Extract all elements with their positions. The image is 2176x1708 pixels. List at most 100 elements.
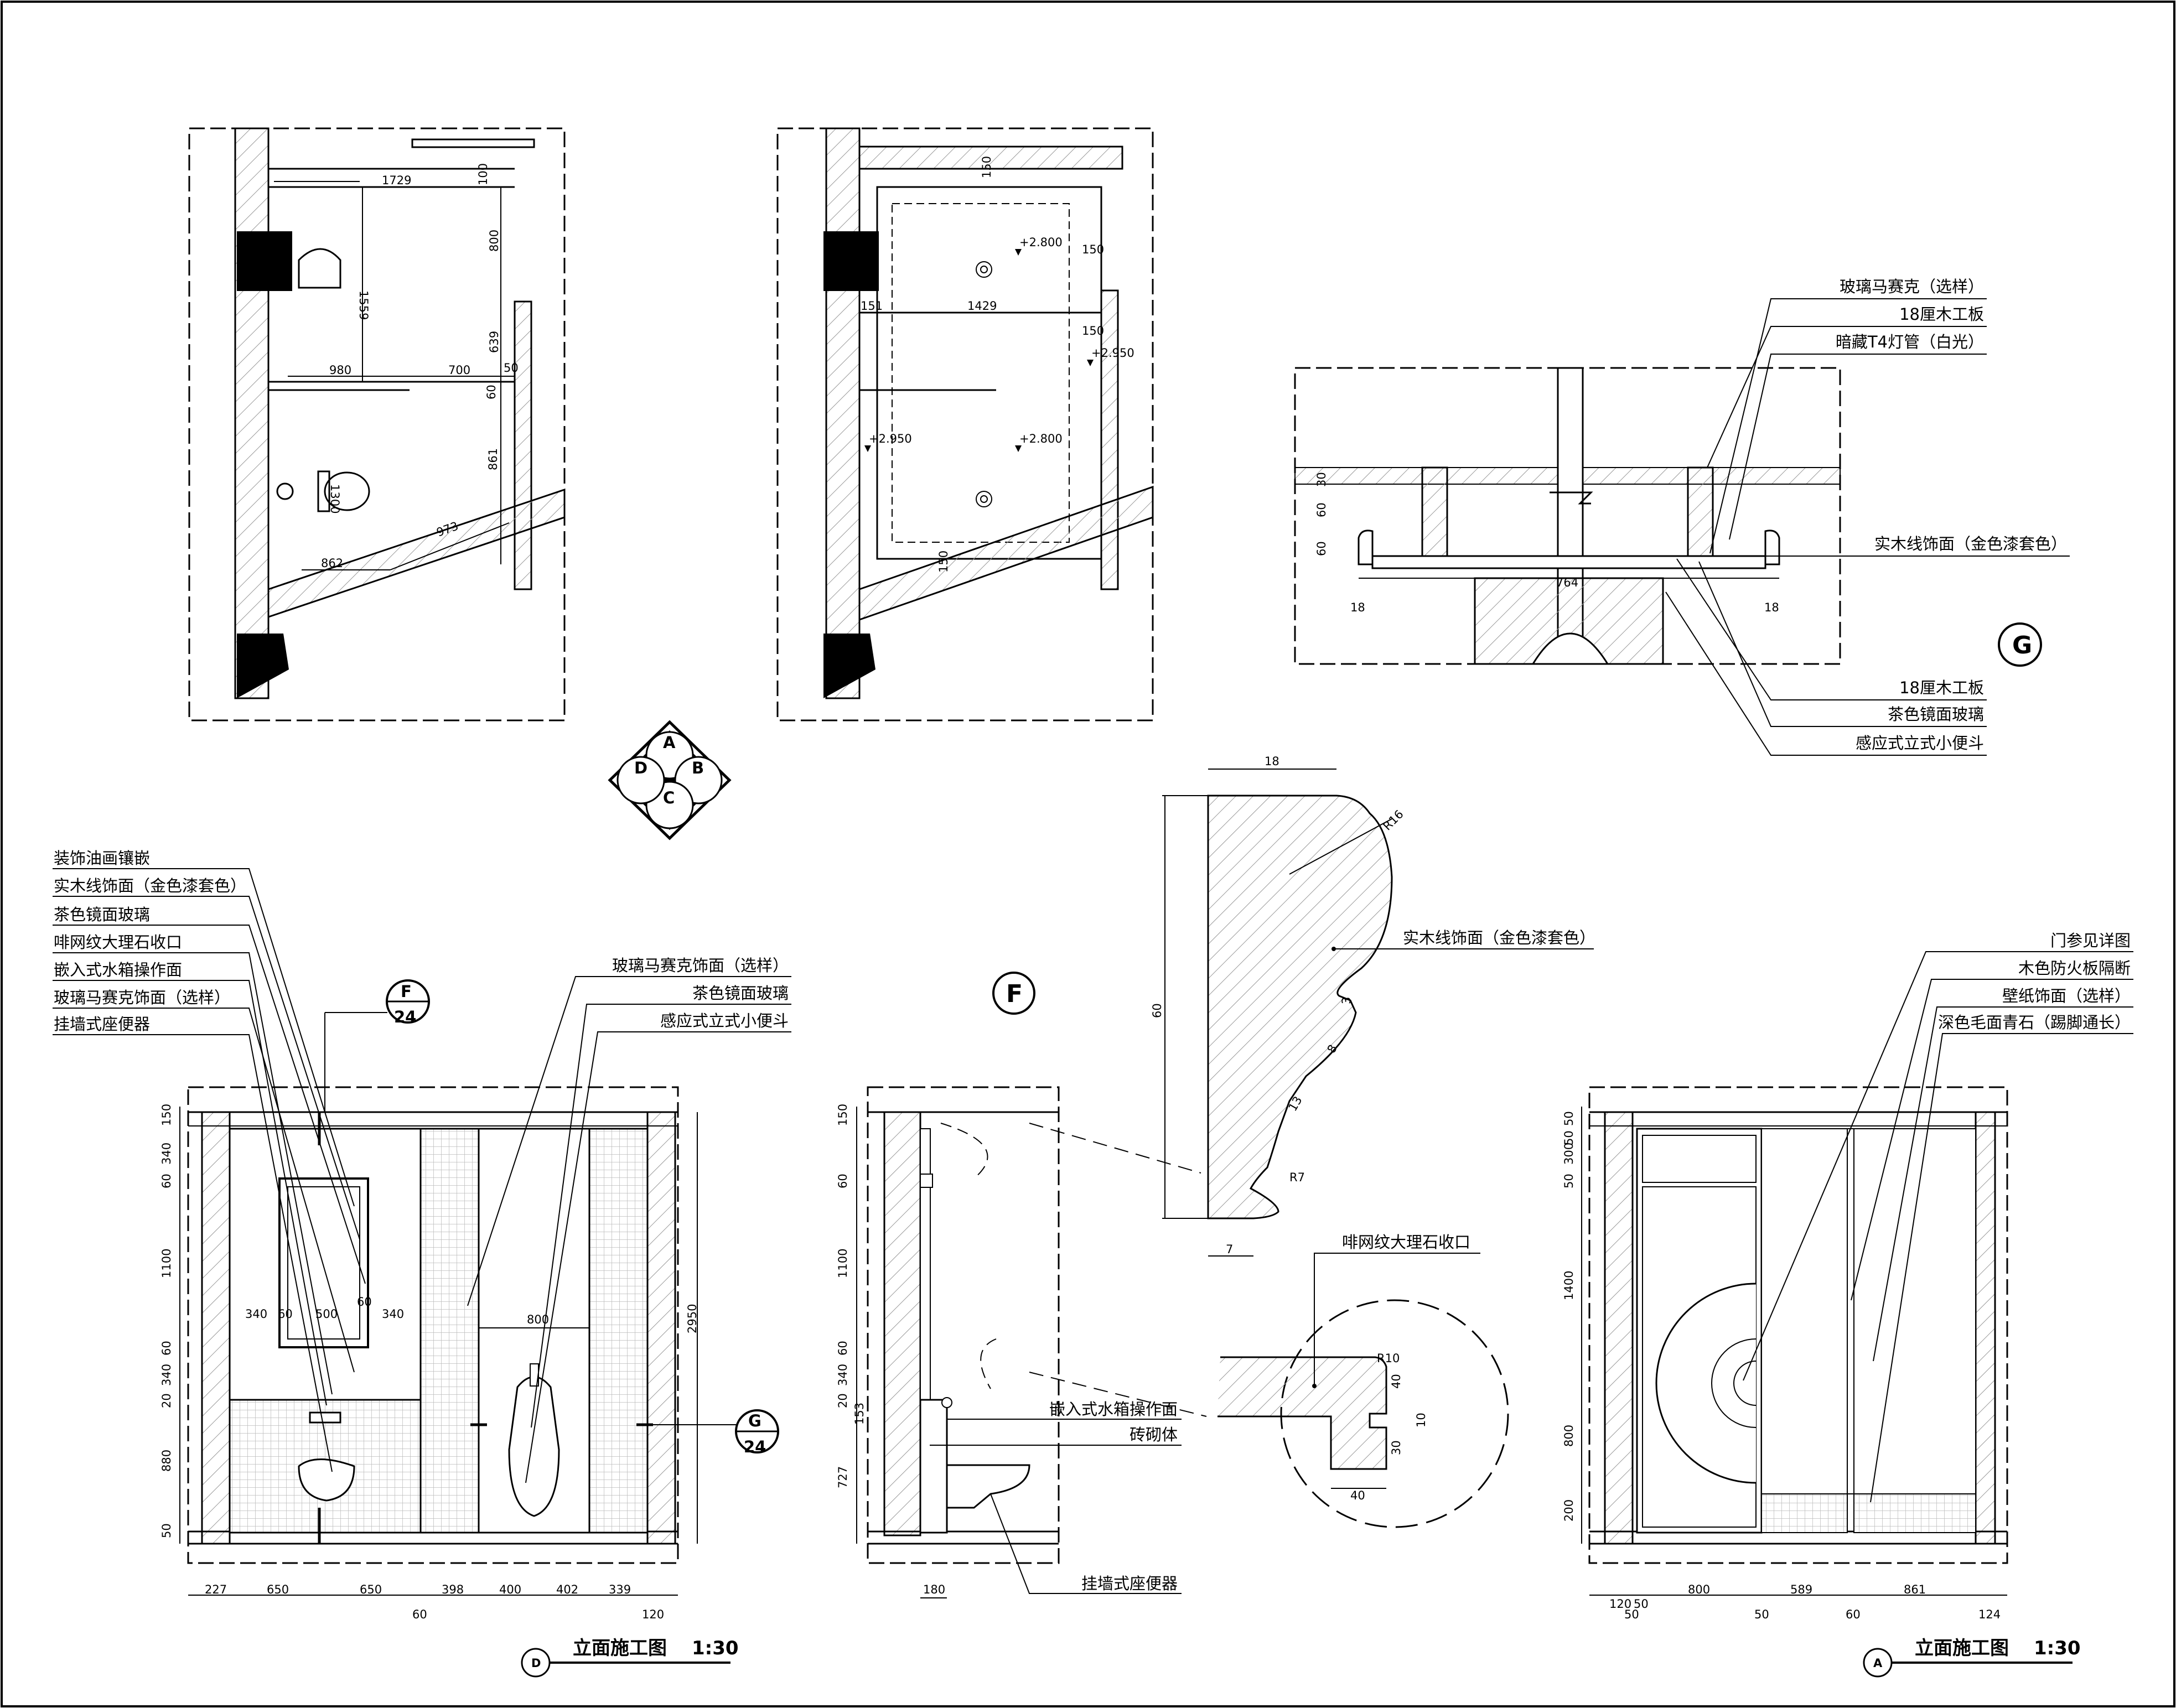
marble-dim: R10 (1377, 1352, 1400, 1365)
elev-d-vdim: 340 (160, 1143, 173, 1165)
marble-dim: 30 (1390, 1440, 1403, 1455)
plan2-dim: 150 (1082, 324, 1104, 338)
detail-f-dim: 7 (1226, 1243, 1233, 1256)
detail-f-dim: R16 (1381, 807, 1406, 833)
orientation-compass: A B C D (608, 720, 732, 840)
plan2-dim: 150 (1082, 243, 1104, 256)
compass-mark-a: A (663, 733, 676, 752)
section-f-bottom: 24 (394, 1008, 416, 1026)
plan2-level: +2.950 (869, 432, 912, 445)
elev-f-vdim: 340 (836, 1364, 849, 1386)
elev-d-callout: 实木线饰面（金色漆套色） (54, 876, 246, 895)
compass-mark-c: C (663, 788, 675, 807)
elev-a-vdim: 300 (1562, 1143, 1576, 1165)
detail-g-dim: 18 (1764, 601, 1779, 614)
elev-f-callout: 砖砌体 (1130, 1425, 1178, 1444)
elev-a-bdim2: 60 (1846, 1608, 1861, 1621)
elev-a-bdim: 589 (1790, 1583, 1812, 1596)
plan2-dim: 150 (937, 551, 950, 573)
plan1-dim: 639 (488, 331, 501, 353)
plan1-dim: 980 (329, 364, 351, 377)
elev-a-vdim: 1400 (1562, 1271, 1576, 1300)
plan1-dim: 700 (448, 364, 470, 377)
detail-g-dim: 60 (1315, 502, 1328, 517)
elevation-d: F 24 G 24 装饰油画镶嵌 实木线饰面（金色漆套色） 茶色镜面玻璃 啡网纹… (53, 849, 791, 1678)
plan1-dim: 100 (476, 163, 490, 185)
elev-d-callout: 茶色镜面玻璃 (692, 984, 789, 1003)
compass-mark-d: D (634, 759, 647, 777)
elev-f-callout: 嵌入式水箱操作面 (1049, 1400, 1178, 1419)
elev-d-bdim: 339 (609, 1583, 631, 1596)
elev-a-scale: 1:30 (2034, 1637, 2081, 1659)
elev-f-vdim: 60 (836, 1174, 849, 1188)
elev-a-bdim: 861 (1904, 1583, 1926, 1596)
plan1-dim: 1729 (382, 174, 411, 187)
compass-mark-b: B (692, 759, 704, 777)
marble-dim: 40 (1390, 1374, 1403, 1389)
elev-d-title: 立面施工图 (573, 1637, 667, 1659)
detail-g-dim: 18 (1350, 601, 1365, 614)
detail-g-dim: 60 (1315, 541, 1328, 556)
elev-f-vdim: 150 (836, 1104, 849, 1126)
elev-d-scale: 1:30 (692, 1637, 739, 1659)
elev-d-bdim2: 60 (412, 1608, 427, 1621)
elev-d-callout: 挂墙式座便器 (54, 1015, 150, 1034)
detail-f-dim: 18 (1265, 755, 1279, 768)
plan2-dim: 151 (861, 299, 883, 313)
elev-d-vdim: 60 (160, 1341, 173, 1356)
plan1-dim: 862 (321, 557, 343, 570)
elev-d-bdim2: 120 (642, 1608, 664, 1621)
elev-d-idim: 340 (245, 1307, 267, 1321)
elev-f-vdim: 20 (836, 1393, 849, 1408)
elev-a-bdim: 120 (1609, 1597, 1631, 1611)
detail-f-dim: 3 (1340, 997, 1353, 1004)
section-g-top: G (748, 1411, 761, 1430)
detail-f-dim: R7 (1289, 1171, 1305, 1184)
elev-f-vdim: 153 (853, 1403, 866, 1425)
plan1-dim: 1300 (328, 484, 341, 513)
elev-a-callout: 门参见详图 (2050, 931, 2131, 950)
detail-g-callout: 18厘木工板 (1899, 305, 1984, 324)
detail-g-callout: 感应式立式小便斗 (1856, 734, 1984, 752)
elevation-a: 门参见详图 木色防火板隔断 壁纸饰面（选样） 深色毛面青石（踢脚通长） 50 5… (1562, 931, 2133, 1678)
elev-d-vdim: 340 (160, 1364, 173, 1386)
elev-a-bdim2: 124 (1978, 1608, 2001, 1621)
elev-a-bdim2: 50 (1754, 1608, 1769, 1621)
detail-marble-edge: 啡网纹大理石收口 R10 40 10 30 40 (1217, 1233, 1509, 1528)
elev-d-bdim: 650 (267, 1583, 289, 1596)
elev-a-vdim: 50 (1562, 1174, 1576, 1188)
plan1-dim: 1559 (357, 290, 370, 320)
plan2-level: +2.800 (1019, 432, 1063, 445)
elev-d-callout: 感应式立式小便斗 (660, 1011, 789, 1030)
elev-d-callout: 嵌入式水箱操作面 (54, 961, 182, 979)
plan2-dim: 150 (980, 156, 993, 178)
detail-g-callout: 实木线饰面（金色漆套色） (1874, 534, 2067, 553)
elev-d-callout: 茶色镜面玻璃 (54, 905, 150, 924)
detail-g-marker: G (2012, 631, 2032, 660)
detail-g-dim: 764 (1556, 576, 1578, 589)
elev-d-callout: 玻璃马赛克饰面（选样） (612, 956, 789, 975)
detail-g-callout: 18厘木工板 (1899, 678, 1984, 697)
elevation-f-section: 150 60 1100 60 340 20 153 727 180 嵌入式水箱操… (836, 1086, 1182, 1598)
elev-a-bdim2: 50 (1624, 1608, 1639, 1621)
elev-d-idim: 800 (527, 1313, 549, 1326)
elev-a-title: 立面施工图 (1915, 1637, 2009, 1659)
elev-d-callout: 玻璃马赛克饰面（选样） (54, 988, 230, 1007)
elev-d-bdim: 227 (205, 1583, 227, 1596)
elev-a-callout: 木色防火板隔断 (2018, 959, 2131, 978)
elev-a-callout: 深色毛面青石（踢脚通长） (1938, 1013, 2131, 1032)
elev-d-vdim: 20 (160, 1393, 173, 1408)
elev-a-callout: 壁纸饰面（选样） (2002, 987, 2131, 1005)
elev-a-vdim: 200 (1562, 1499, 1576, 1522)
detail-g-callout: 茶色镜面玻璃 (1888, 705, 1984, 724)
elev-d-bdim: 400 (499, 1583, 521, 1596)
plan1-dim: 60 (485, 385, 498, 399)
elev-d-idim: 340 (382, 1307, 404, 1321)
detail-g-dim: 30 (1315, 472, 1328, 487)
elev-f-bdim: 180 (923, 1583, 945, 1596)
elev-f-vdim: 60 (836, 1341, 849, 1356)
elev-d-height: 2950 (686, 1304, 699, 1333)
elev-d-vdim: 150 (160, 1104, 173, 1126)
elev-f-vdim: 727 (836, 1466, 849, 1488)
elev-d-right-callouts: 玻璃马赛克饰面（选样） 茶色镜面玻璃 感应式立式小便斗 (467, 956, 791, 1483)
